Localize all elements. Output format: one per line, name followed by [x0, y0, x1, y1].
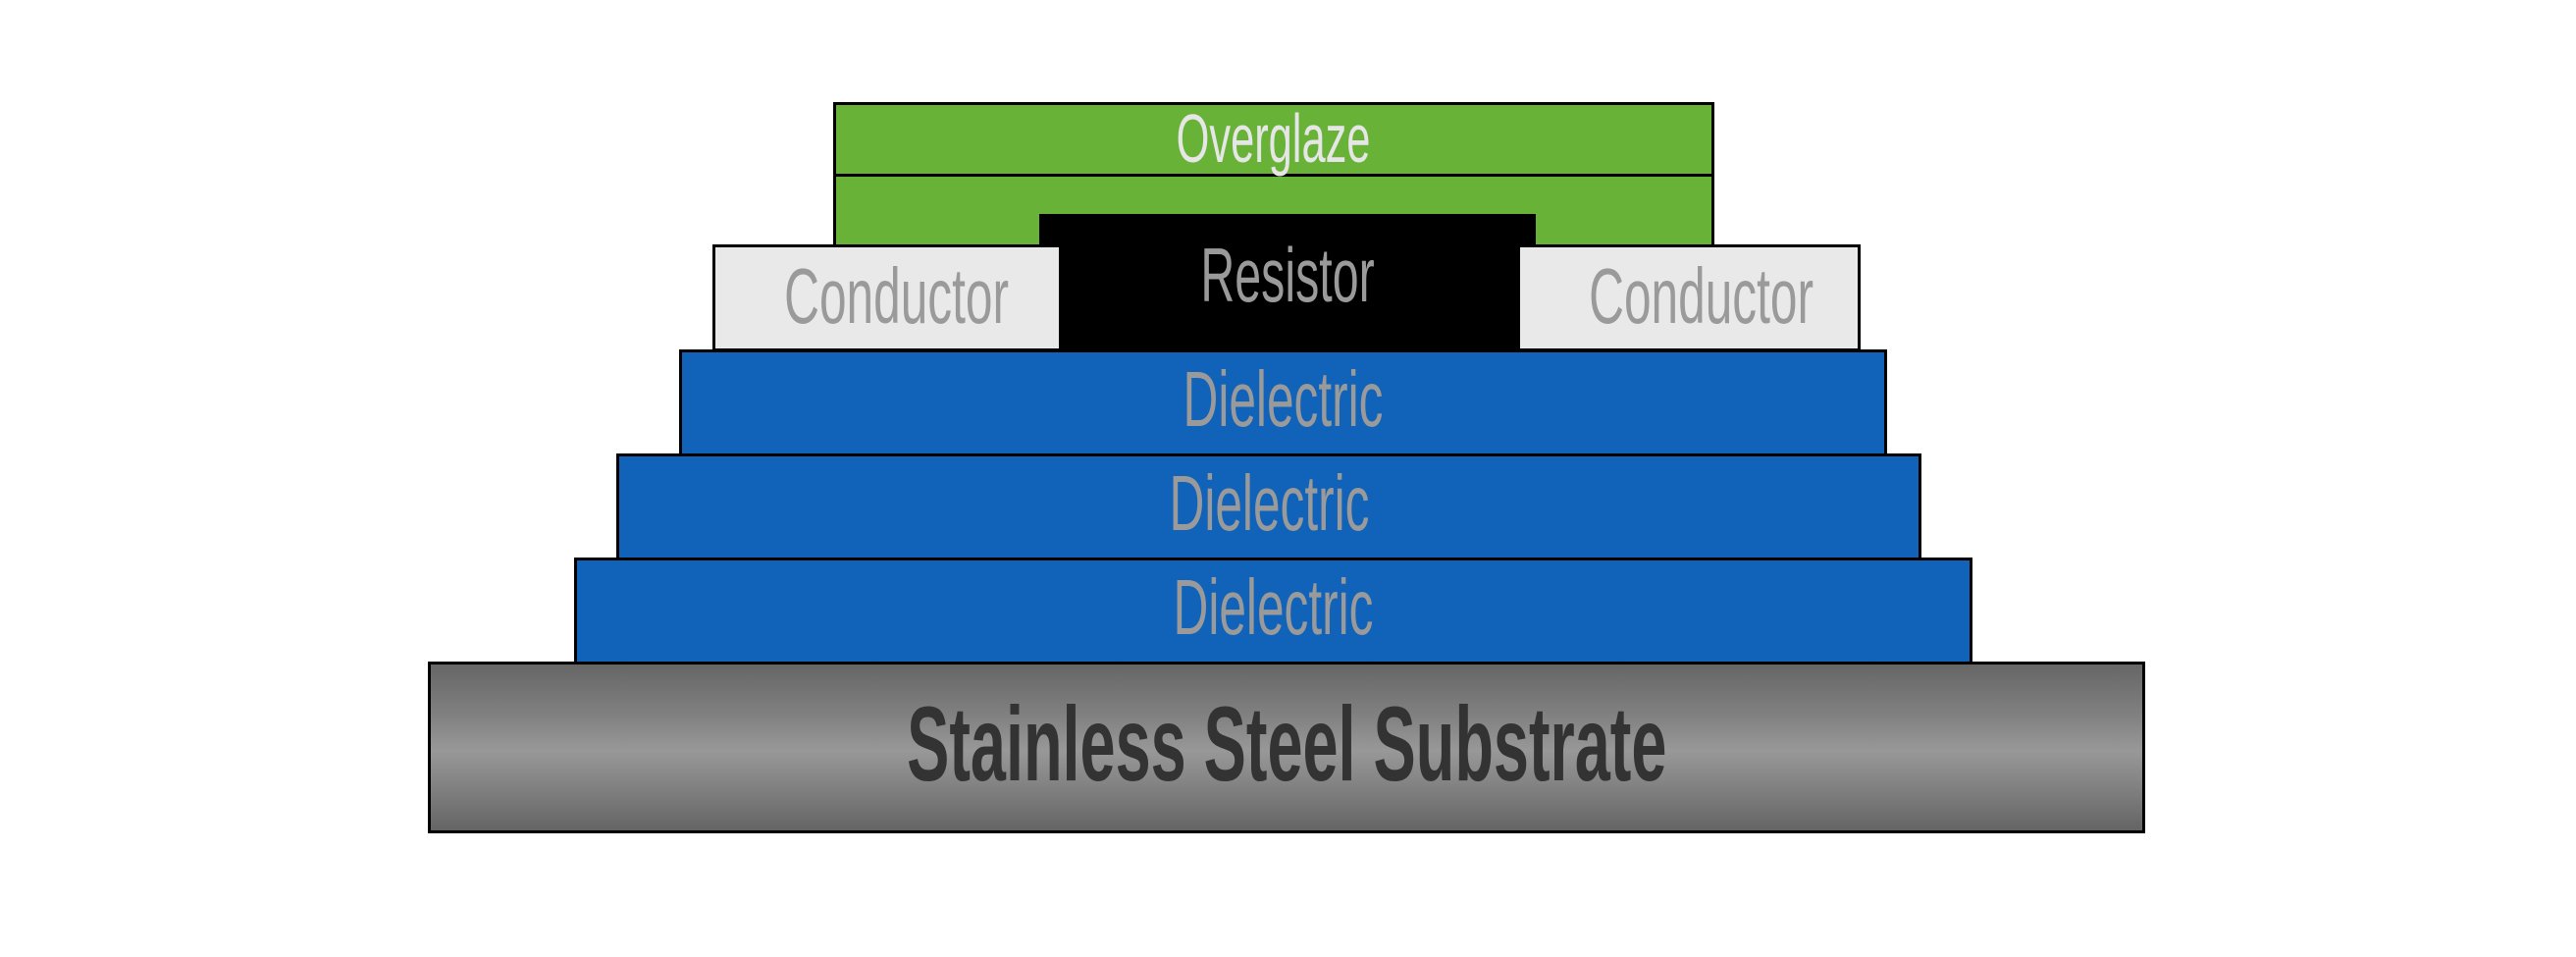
dielectric-layer-2: Dielectric [616, 453, 1921, 560]
conductor-left-label-text: Conductor [784, 252, 1009, 340]
resistor-label: Resistor [1039, 231, 1536, 320]
overglaze-layer-upper: Overglaze [833, 99, 1714, 178]
dielectric-2-label: Dielectric [619, 458, 1919, 549]
dielectric-2-label-text: Dielectric [1169, 459, 1369, 547]
conductor-layer-right: Conductor [1520, 244, 1861, 351]
dielectric-3-label-text: Dielectric [1173, 563, 1374, 651]
conductor-right-label-text: Conductor [1589, 252, 1814, 340]
substrate-label: Stainless Steel Substrate [431, 682, 2142, 805]
dielectric-1-label: Dielectric [682, 354, 1884, 445]
conductor-right-label: Conductor [1520, 251, 1858, 342]
overglaze-label-text: Overglaze [1177, 100, 1371, 177]
dielectric-1-label-text: Dielectric [1183, 355, 1384, 443]
dielectric-layer-1: Dielectric [679, 349, 1887, 456]
overglaze-label: Overglaze [836, 99, 1711, 178]
resistor-layer-base [1056, 243, 1523, 353]
dielectric-3-label: Dielectric [577, 562, 1970, 653]
conductor-left-label: Conductor [715, 251, 1059, 342]
resistor-label-text: Resistor [1200, 232, 1375, 318]
dielectric-layer-3: Dielectric [574, 558, 1972, 665]
substrate-layer: Stainless Steel Substrate [428, 662, 2145, 833]
conductor-layer-left: Conductor [712, 244, 1059, 351]
substrate-label-text: Stainless Steel Substrate [906, 684, 1667, 803]
